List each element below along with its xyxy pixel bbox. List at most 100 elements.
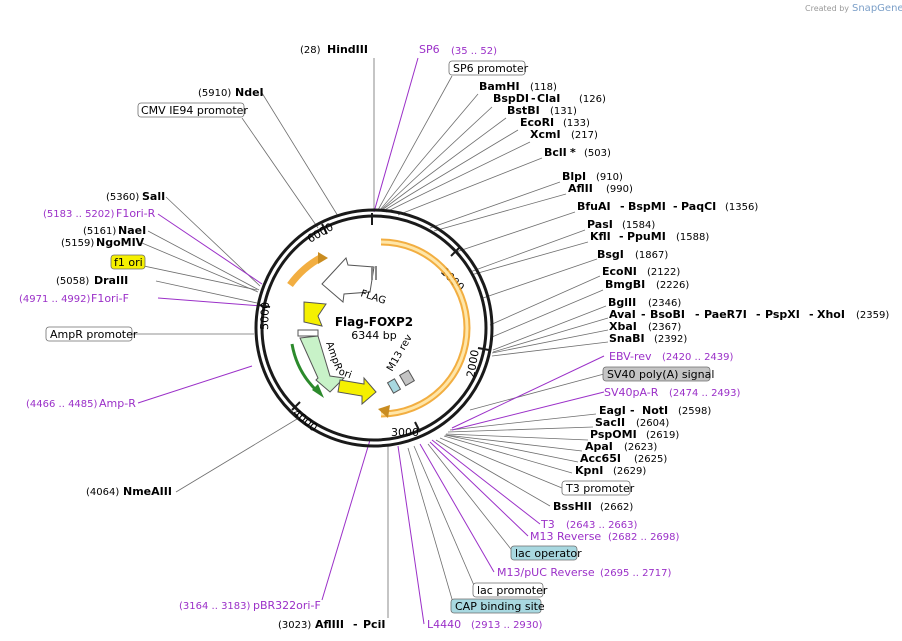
f1ori-f-label: F1ori-F (91, 292, 129, 305)
paqci-position: (1356) (725, 202, 758, 213)
ebv-rev-range: (2420 .. 2439) (662, 352, 734, 363)
bsgi-label: BsgI (597, 248, 624, 261)
ampr-arc-arrowhead (312, 384, 324, 398)
apai-label: ApaI (585, 440, 613, 453)
m13-reverse-range: (2682 .. 2698) (608, 532, 680, 543)
t3-promoter-label: T3 promoter (565, 482, 635, 495)
xhoi-position: (2359) (856, 310, 889, 321)
cmv-promoter-box (137, 102, 245, 118)
backbone-inner (260, 214, 488, 442)
pspxi-label: PspXI (765, 308, 800, 321)
bspmi-separator: - (673, 200, 678, 213)
f1ori-r-label: F1ori-R (116, 207, 156, 220)
cap-site-box (450, 598, 542, 614)
aflii-label: AflII (568, 182, 593, 195)
xcmi-label: XcmI (530, 128, 561, 141)
xhoi-label: XhoI (817, 308, 845, 321)
t3-range: (2643 .. 2663) (566, 520, 638, 531)
snabi-label: SnaBI (609, 332, 645, 345)
f1ori-r-range: (5183 .. 5202) (43, 209, 115, 220)
bfuai-label: BfuAI (577, 200, 611, 213)
nmeaiii-position: (4064) (86, 487, 119, 498)
ampr-promoter-box (45, 326, 133, 342)
acc65i-position: (2625) (634, 454, 667, 465)
afliii-position: (3023) (278, 620, 311, 631)
bstbi-position: (131) (550, 106, 577, 117)
sacii-position: (2604) (636, 418, 669, 429)
m13puc-reverse-label: M13/pUC Reverse (497, 566, 595, 579)
eagi-separator: - (630, 404, 635, 417)
lac-operator-box (510, 545, 578, 561)
econi-position: (2122) (647, 267, 680, 278)
bcli-position: (503) (584, 148, 611, 159)
foxp2-cds-arc-inner (380, 240, 469, 416)
sp6-primer-label: SP6 (419, 43, 440, 56)
t3-promoter-box (561, 480, 631, 496)
sp6-range: (35 .. 52) (451, 46, 497, 57)
tick-label-2000: 2000 (464, 349, 482, 379)
bglii-position: (2346) (648, 298, 681, 309)
leader-lines (124, 58, 609, 618)
lac-operator-label: lac operator (515, 547, 582, 560)
plasmid-size: 6344 bp (351, 329, 396, 342)
flag-marker-b (375, 266, 377, 280)
naei-position: (5161) (83, 226, 116, 237)
paer7i-separator: - (756, 308, 761, 321)
tick-label-3000: 3000 (391, 426, 419, 439)
naei-label: NaeI (118, 224, 146, 237)
ori-arrow (337, 376, 377, 406)
flag-marker-a (371, 266, 373, 280)
bspmi-label: BspMI (628, 200, 666, 213)
ecori-label: EcoRI (520, 116, 554, 129)
sacii-label: SacII (595, 416, 625, 429)
bamhi-position: (118) (530, 82, 557, 93)
bsshii-position: (2662) (600, 502, 633, 513)
apai-position: (2623) (624, 442, 657, 453)
f1-ori-box (110, 254, 146, 270)
kfli-separator: - (619, 230, 624, 243)
sv40-polya-box (602, 366, 711, 382)
ppumi-position: (1588) (676, 232, 709, 243)
bsobi-separator: - (695, 308, 700, 321)
nmeaiii-label: NmeAIII (123, 485, 172, 498)
xbai-label: XbaI (609, 320, 637, 333)
sv40pa-r-label: SV40pA-R (604, 386, 659, 399)
blpi-label: BlpI (562, 170, 586, 183)
t3-primer-label: T3 (540, 518, 555, 531)
watermark-prefix: Created by (805, 4, 849, 13)
noti-position: (2598) (678, 406, 711, 417)
m13-reverse-label: M13 Reverse (530, 530, 601, 543)
hindiii-position: (28) (300, 45, 321, 56)
xbai-position: (2367) (648, 322, 681, 333)
sali-position: (5360) (106, 192, 139, 203)
ndei-label: NdeI (235, 86, 264, 99)
bfuai-separator: - (620, 200, 625, 213)
amp-r-label: Amp-R (99, 397, 136, 410)
afliii-label: AflIII (315, 618, 344, 631)
bcli-star: * (570, 146, 576, 159)
f1-ori-label: f1 ori (114, 256, 143, 269)
paqci-label: PaqCI (681, 200, 716, 213)
ppumi-label: PpuMI (627, 230, 666, 243)
bsshii-label: BssHII (553, 500, 592, 513)
xcmi-position: (217) (571, 130, 598, 141)
pbr322-label: pBR322ori-F (253, 599, 321, 612)
tick-label-5000: 5000 (258, 302, 272, 330)
bspdi-label: BspDI (493, 92, 529, 105)
sp6-promoter-label: SP6 promoter (453, 62, 529, 75)
avai-separator: - (641, 308, 646, 321)
draiii-position: (5058) (56, 276, 89, 287)
paer7i-label: PaeR7I (704, 308, 747, 321)
sv40-polya-label: SV40 poly(A) signal (607, 368, 714, 381)
bcli-label: BclI (544, 146, 567, 159)
pasi-label: PasI (587, 218, 613, 231)
amp-r-range: (4466 .. 4485) (26, 399, 98, 410)
feature-label-flag: FLAG (359, 288, 387, 306)
ampr-promoter-block (297, 329, 319, 337)
bmgbi-label: BmgBI (605, 278, 645, 291)
pspomi-label: PspOMI (590, 428, 637, 441)
acc65i-label: Acc65I (580, 452, 621, 465)
ndei-position: (5910) (198, 88, 231, 99)
tick-marks (258, 213, 490, 433)
